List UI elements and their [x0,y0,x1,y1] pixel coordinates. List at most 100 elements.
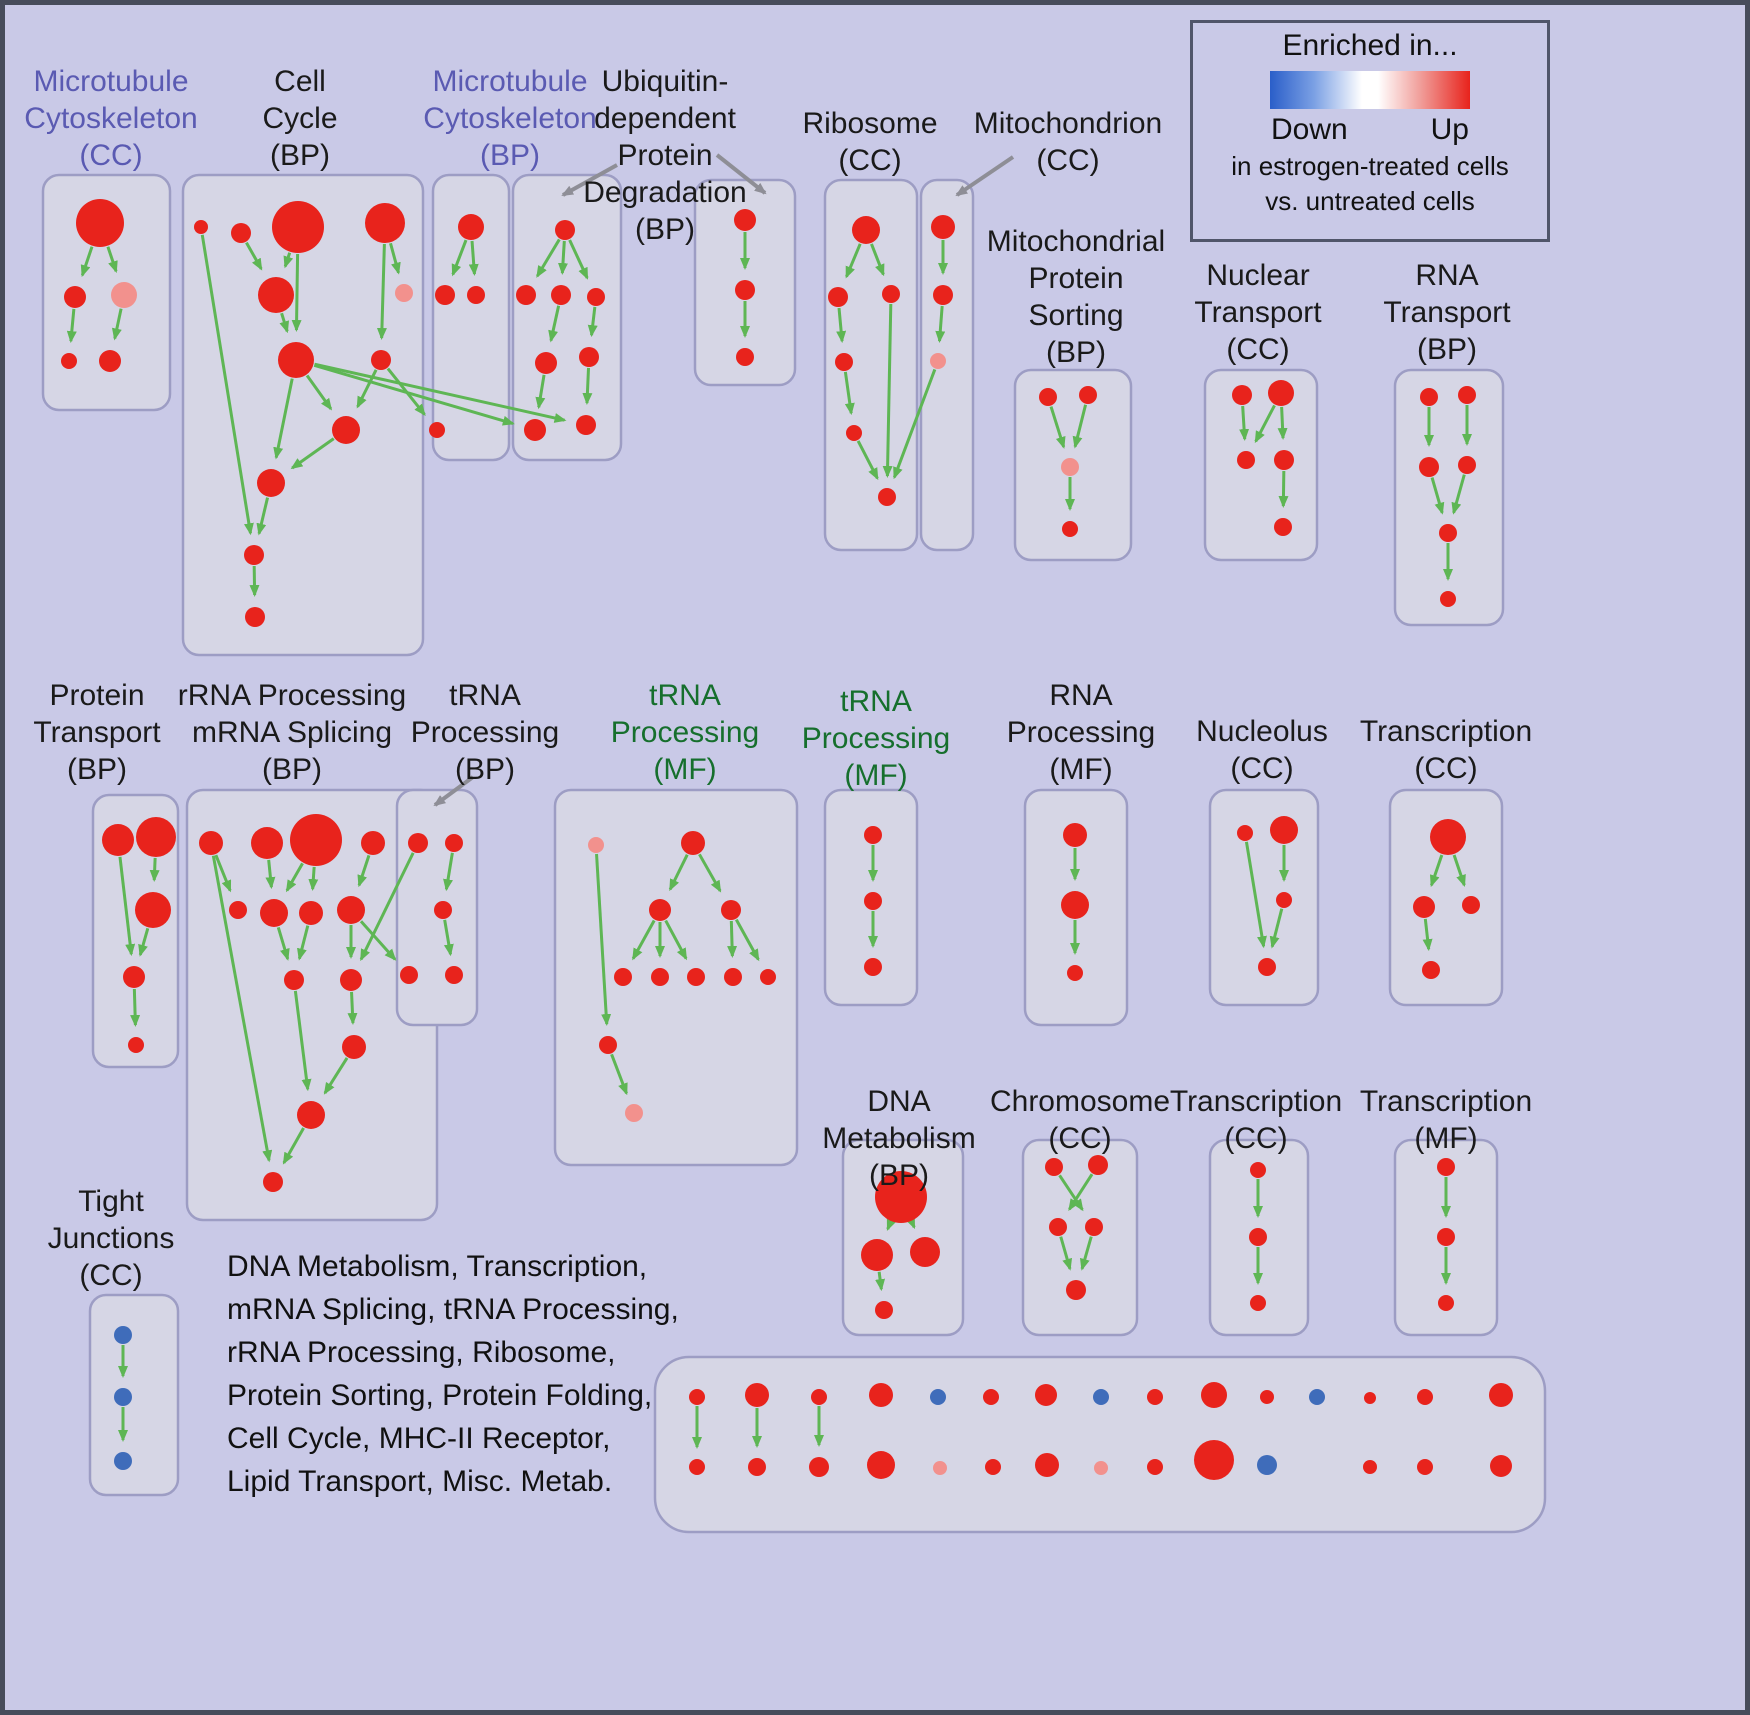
go-term-node-mt-cc-3[interactable] [61,353,77,369]
go-term-node-dna-metab-2[interactable] [910,1237,940,1267]
go-term-node-misc-cluster-17[interactable] [809,1457,829,1477]
go-term-node-ubiq-left-2[interactable] [551,285,571,305]
go-term-node-trna-bp-3[interactable] [400,966,418,984]
go-term-node-transcription-cc-1-0[interactable] [1430,819,1466,855]
go-term-node-rrna-mrna-10[interactable] [342,1035,366,1059]
go-term-node-misc-cluster-9[interactable] [1201,1382,1227,1408]
go-term-node-trna-mf-1-5[interactable] [651,968,669,986]
go-term-node-rrna-mrna-7[interactable] [337,896,365,924]
go-term-node-ubiq-left-7[interactable] [576,415,596,435]
go-term-node-transcription-cc-2-0[interactable] [1250,1162,1266,1178]
go-term-node-rna-transport-5[interactable] [1440,591,1456,607]
go-term-node-cell-cycle-5[interactable] [395,284,413,302]
go-term-node-nuc-transport-2[interactable] [1237,451,1255,469]
go-term-node-tight-junctions-2[interactable] [114,1452,132,1470]
go-term-node-mito-cc-1[interactable] [933,285,953,305]
go-term-node-trna-mf-1-7[interactable] [724,968,742,986]
go-term-node-trna-mf-2-2[interactable] [864,958,882,976]
go-term-node-transcription-cc-1-3[interactable] [1422,961,1440,979]
go-term-node-misc-cluster-25[interactable] [1257,1455,1277,1475]
go-term-node-mito-cc-2[interactable] [930,353,946,369]
go-term-node-trna-mf-1-10[interactable] [625,1104,643,1122]
go-term-node-nuc-transport-0[interactable] [1232,385,1252,405]
go-term-node-misc-cluster-3[interactable] [869,1383,893,1407]
go-term-node-rna-transport-3[interactable] [1458,456,1476,474]
go-term-node-misc-cluster-22[interactable] [1094,1461,1108,1475]
go-term-node-misc-cluster-26[interactable] [1363,1460,1377,1474]
go-term-node-trna-mf-1-9[interactable] [599,1036,617,1054]
go-term-node-nucleolus-2[interactable] [1276,892,1292,908]
go-term-node-trna-bp-0[interactable] [408,833,428,853]
go-term-node-trna-mf-1-6[interactable] [687,968,705,986]
go-term-node-mt-cc-4[interactable] [99,350,121,372]
go-term-node-rna-proc-mf-2[interactable] [1067,965,1083,981]
go-term-node-chromosome-4[interactable] [1066,1280,1086,1300]
go-term-node-misc-cluster-7[interactable] [1093,1389,1109,1405]
go-term-node-misc-cluster-1[interactable] [745,1383,769,1407]
go-term-node-trna-mf-2-0[interactable] [864,826,882,844]
go-term-node-ubiq-left-5[interactable] [579,347,599,367]
go-term-node-transcription-mf-0[interactable] [1437,1158,1455,1176]
go-term-node-chromosome-1[interactable] [1088,1155,1108,1175]
go-term-node-misc-cluster-2[interactable] [811,1389,827,1405]
go-term-node-mt-cc-1[interactable] [64,286,86,308]
go-term-node-trna-mf-2-1[interactable] [864,892,882,910]
go-term-node-ribosome-cc-2[interactable] [882,285,900,303]
go-term-node-mt-bp-1[interactable] [435,285,455,305]
go-term-node-trna-bp-2[interactable] [434,901,452,919]
go-term-node-cell-cycle-1[interactable] [231,223,251,243]
go-term-node-cell-cycle-11[interactable] [245,607,265,627]
go-term-node-transcription-cc-2-1[interactable] [1249,1228,1267,1246]
go-term-node-dna-metab-0[interactable] [875,1171,927,1223]
go-term-node-transcription-cc-1-2[interactable] [1462,896,1480,914]
go-term-node-protein-transport-4[interactable] [128,1037,144,1053]
go-term-node-rrna-mrna-1[interactable] [251,827,283,859]
go-term-node-misc-cluster-21[interactable] [1035,1453,1059,1477]
go-term-node-rrna-mrna-8[interactable] [284,970,304,990]
go-term-node-nucleolus-0[interactable] [1237,825,1253,841]
go-term-node-ubiq-left-1[interactable] [516,285,536,305]
go-term-node-rna-transport-4[interactable] [1439,524,1457,542]
go-term-node-ubiq-left-6[interactable] [524,419,546,441]
go-term-node-misc-cluster-16[interactable] [748,1458,766,1476]
go-term-node-protein-transport-2[interactable] [135,892,171,928]
go-term-node-mt-bp-3[interactable] [429,422,445,438]
go-term-node-cell-cycle-9[interactable] [257,469,285,497]
go-term-node-rrna-mrna-12[interactable] [263,1172,283,1192]
go-term-node-rrna-mrna-4[interactable] [229,901,247,919]
go-term-node-misc-cluster-15[interactable] [689,1459,705,1475]
go-term-node-rna-proc-mf-0[interactable] [1063,823,1087,847]
go-term-node-chromosome-3[interactable] [1085,1218,1103,1236]
go-term-node-misc-cluster-12[interactable] [1364,1392,1376,1404]
go-term-node-rrna-mrna-9[interactable] [340,969,362,991]
go-term-node-rrna-mrna-11[interactable] [297,1101,325,1129]
go-term-node-misc-cluster-10[interactable] [1260,1390,1274,1404]
go-term-node-mt-bp-0[interactable] [458,214,484,240]
go-term-node-chromosome-2[interactable] [1049,1218,1067,1236]
go-term-node-misc-cluster-24[interactable] [1194,1440,1234,1480]
go-term-node-mito-sorting-3[interactable] [1062,521,1078,537]
go-term-node-mito-sorting-1[interactable] [1079,386,1097,404]
go-term-node-dna-metab-3[interactable] [875,1301,893,1319]
go-term-node-ribosome-cc-3[interactable] [835,353,853,371]
go-term-node-rrna-mrna-2[interactable] [290,814,342,866]
go-term-node-ubiq-right-1[interactable] [735,280,755,300]
go-term-node-dna-metab-1[interactable] [861,1239,893,1271]
go-term-node-misc-cluster-14[interactable] [1489,1383,1513,1407]
go-term-node-ubiq-right-2[interactable] [736,348,754,366]
go-term-node-misc-cluster-27[interactable] [1417,1459,1433,1475]
go-term-node-ribosome-cc-4[interactable] [846,425,862,441]
go-term-node-transcription-mf-2[interactable] [1438,1295,1454,1311]
go-term-node-cell-cycle-6[interactable] [278,342,314,378]
go-term-node-trna-bp-4[interactable] [445,966,463,984]
go-term-node-ubiq-left-4[interactable] [535,352,557,374]
go-term-node-misc-cluster-28[interactable] [1490,1455,1512,1477]
go-term-node-transcription-mf-1[interactable] [1437,1228,1455,1246]
go-term-node-misc-cluster-19[interactable] [933,1461,947,1475]
go-term-node-rna-proc-mf-1[interactable] [1061,891,1089,919]
go-term-node-nuc-transport-4[interactable] [1274,518,1292,536]
go-term-node-misc-cluster-5[interactable] [983,1389,999,1405]
go-term-node-trna-mf-1-3[interactable] [721,900,741,920]
go-term-node-mt-bp-2[interactable] [467,286,485,304]
go-term-node-nucleolus-1[interactable] [1270,816,1298,844]
